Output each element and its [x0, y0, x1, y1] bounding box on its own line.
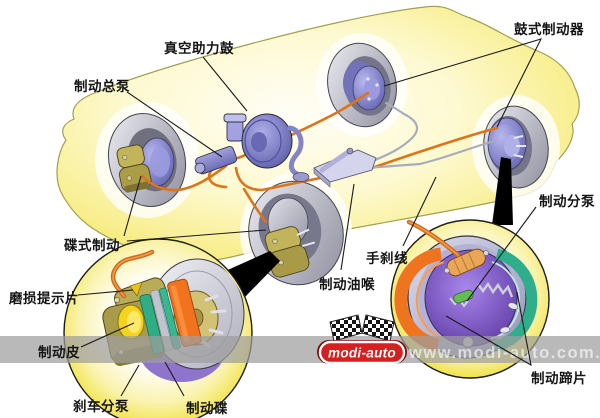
label-drum-brake: 鼓式制动器	[514, 21, 584, 37]
leader-brake-disc	[164, 361, 185, 397]
modi-auto-logo: modi-auto	[317, 314, 407, 365]
label-brake-shoe: 制动蹄片	[531, 370, 587, 386]
wheel-rear-left	[316, 33, 408, 137]
labels: 真空助力鼓 制动总泵 鼓式制动器 碟式制动 磨损提示片 制动皮 刹车分泵 制动碟…	[9, 21, 595, 416]
return-spring	[477, 281, 514, 298]
leader-brake-hose	[340, 183, 355, 271]
wheel-front-left	[95, 102, 199, 218]
logo-pill	[318, 340, 406, 365]
disc-brake-inset	[63, 238, 253, 418]
inset-pointer-right	[492, 157, 513, 225]
watermark-band	[0, 336, 600, 363]
leader-wear-indicator	[77, 289, 134, 296]
label-brake-disc: 制动碟	[186, 400, 228, 416]
leader-caliper-cylinder	[120, 364, 140, 397]
leader-disc-brake	[123, 175, 267, 242]
leader-drum-brake	[383, 38, 543, 128]
wheel-rear-right	[472, 95, 560, 199]
label-master-cylinder: 制动总泵	[74, 78, 130, 94]
brake-pedal	[287, 125, 310, 182]
label-brake-pad: 制动皮	[38, 344, 80, 360]
label-disc-brake: 碟式制动	[64, 237, 120, 253]
front-left-caliper	[116, 144, 152, 193]
leader-brake-shoe	[445, 291, 532, 367]
handbrake-lever	[313, 147, 377, 188]
checkered-flags-icon	[329, 314, 395, 361]
wheel-cylinder-part	[444, 248, 489, 277]
label-leader-lines	[77, 38, 543, 397]
leader-vacuum-booster	[202, 56, 248, 112]
watermark-url: www.modi-auto.com.cn	[408, 344, 600, 362]
label-handbrake-cable: 手刹线	[366, 250, 408, 266]
car-body-silhouette	[56, 5, 580, 263]
fluid-reservoir	[226, 120, 244, 142]
front-right-caliper	[264, 226, 316, 278]
vacuum-booster	[241, 113, 293, 169]
label-caliper-cylinder: 刹车分泵	[73, 398, 129, 414]
master-cylinder	[194, 113, 247, 175]
handbrake-cables	[364, 101, 496, 170]
wear-indicator-tab	[129, 281, 143, 297]
label-vacuum-booster: 真空助力鼓	[164, 40, 234, 56]
leader-brake-pad	[80, 322, 135, 348]
leader-handbrake-cable	[402, 176, 437, 247]
logo-text: modi-auto	[328, 346, 396, 361]
label-wear-indicator: 磨损提示片	[9, 290, 79, 306]
leader-wheel-cylinder	[466, 206, 537, 302]
label-wheel-cylinder: 制动分泵	[539, 193, 595, 209]
leader-master-cylinder	[126, 91, 223, 158]
label-brake-hose: 制动油喉	[319, 276, 375, 292]
